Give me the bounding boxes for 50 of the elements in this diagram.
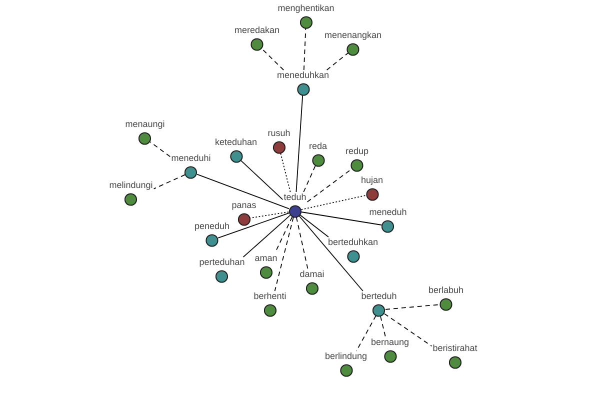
word-label: beristirahat	[432, 343, 478, 354]
dashed-connector	[296, 216, 308, 270]
connector-line	[300, 212, 382, 226]
dashed-connector	[326, 52, 348, 70]
connector-line	[240, 160, 284, 200]
dashed-connector	[150, 141, 171, 158]
connector-line	[196, 174, 290, 210]
dashed-connector	[303, 165, 316, 192]
word-label: reda	[309, 141, 327, 152]
word-label: menghentikan	[278, 3, 334, 14]
dashed-connector	[306, 168, 352, 202]
connector-line	[242, 214, 291, 258]
connector-line	[300, 214, 329, 238]
connector-line	[218, 212, 290, 238]
word-label: bernaung	[370, 337, 410, 348]
word-label: perteduhan	[199, 257, 245, 268]
dashed-connector	[303, 28, 306, 70]
word-label: hujan	[360, 175, 384, 186]
word-label: meneduh	[369, 207, 407, 218]
dotted-connector	[300, 194, 366, 210]
word-label: rusuh	[268, 128, 290, 139]
word-label: aman	[254, 253, 278, 264]
dashed-connector	[153, 174, 186, 190]
word-label: keteduhan	[214, 137, 258, 148]
word-label: menenangkan	[324, 30, 382, 41]
dotted-connector	[250, 212, 290, 218]
dashed-connector	[380, 316, 386, 338]
dashed-connector	[385, 304, 440, 310]
word-label: berlabuh	[428, 285, 464, 296]
word-label: berteduhkan	[328, 237, 378, 248]
word-label: meneduhi	[171, 153, 211, 164]
word-label: meneduhkan	[276, 70, 330, 81]
dashed-connector	[261, 48, 284, 70]
word-label: meredakan	[234, 25, 280, 36]
word-label: redup	[345, 146, 369, 157]
word-label: berhenti	[254, 291, 286, 302]
dotted-connector	[280, 152, 291, 192]
word-label: melindungi	[109, 180, 153, 191]
word-label: peneduh	[194, 221, 230, 232]
word-label: berteduh	[361, 291, 397, 302]
connector-line	[298, 216, 364, 292]
word-label: panas	[232, 200, 256, 211]
word-label: menaungi	[125, 119, 165, 130]
dashed-connector	[274, 216, 294, 292]
connector-line	[296, 95, 304, 192]
dashed-connector	[356, 315, 376, 352]
word-label: damai	[300, 269, 324, 280]
word-label: berlindung	[324, 351, 368, 362]
word-label: teduh	[284, 192, 306, 203]
dashed-connector	[384, 313, 432, 347]
